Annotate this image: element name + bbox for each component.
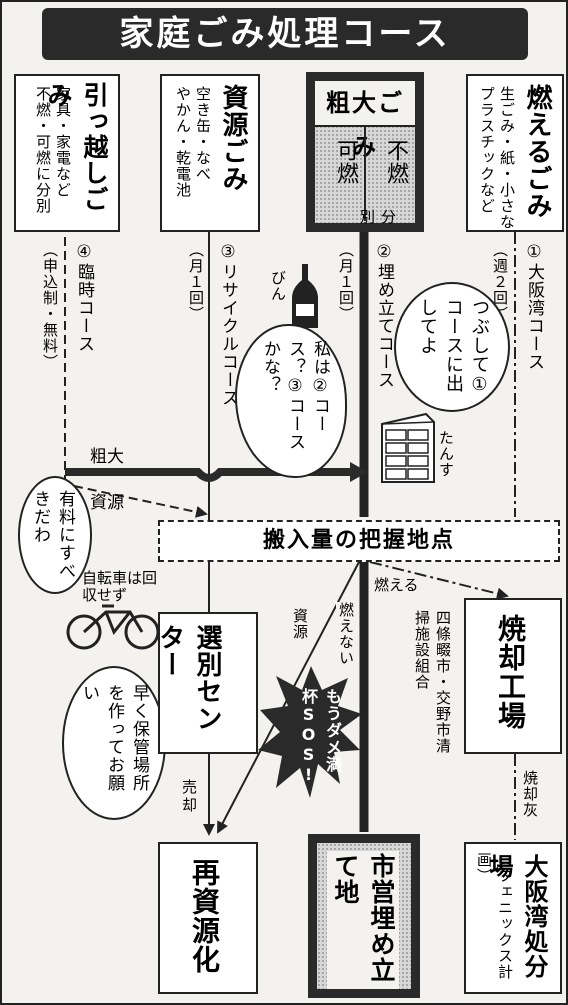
shoukyaku-name: 焼却工場 — [494, 614, 527, 730]
saishigen-name: 再資源化 — [188, 858, 221, 974]
bicycle-icon — [66, 604, 160, 650]
course2-name: ②埋め立てコース — [372, 242, 397, 389]
yuryou-text: 有料にすべきだわ — [30, 490, 75, 580]
hokan-text: 早く保管場所を作ってお願い — [79, 684, 149, 792]
facility-umetate: 市営埋め立て地 — [308, 834, 420, 998]
phoenix-label: （フェニックス計画） — [475, 852, 514, 980]
moeru-name: 燃えるごみ — [522, 84, 552, 219]
sodai-divider — [364, 125, 366, 221]
tansu-speech-bubble: つぶして①コースに出してよ — [394, 282, 510, 412]
moenai-label: 燃えない — [336, 602, 357, 666]
sodai-name: 粗大ごみ — [315, 81, 415, 161]
facility-shoukyaku: 焼却工場 — [464, 598, 562, 754]
hokan-bubble: 早く保管場所を作ってお願い — [62, 666, 166, 820]
facility-osakawan: 大阪湾処分場 （フェニックス計画） — [464, 842, 562, 994]
bottle-icon — [292, 264, 318, 328]
hub-box: 搬入量の把握地点 — [158, 520, 560, 562]
course4-freq: （申込制・無料） — [40, 242, 61, 370]
shoukyakubai-label: 焼却灰 — [521, 770, 539, 818]
sodai-arrow-label: 粗大 — [90, 447, 124, 467]
category-sodai: 粗大ごみ 可燃 不燃 分別 — [306, 72, 424, 232]
hikkoshi-name: 引っ越しごみ — [44, 82, 109, 212]
course1-name: ①大阪湾コース — [522, 242, 547, 371]
category-moeru: 燃えるごみ 生ごみ・紙・小さな プラスチックなど — [466, 74, 564, 232]
sos-burst — [258, 666, 362, 798]
sos-text: もうダメ満杯SOS! — [299, 688, 342, 785]
tansu-speech-text: つぶして①コースに出してよ — [417, 298, 490, 396]
senbetsu-name: 選別センター — [155, 624, 222, 732]
page-title: 家庭ごみ処理コース — [42, 8, 528, 60]
shigen-name: 資源ごみ — [218, 84, 248, 192]
bicycle-label: 自転車は回収せず — [82, 569, 158, 604]
tansu-label: たんす — [437, 430, 455, 478]
tansu-icon — [381, 412, 435, 483]
bin-question-text: 私は②コース？③コースかな？ — [260, 340, 330, 451]
moeru-desc1: 生ごみ・紙・小さな — [498, 86, 516, 230]
sodai-funen: 不燃 — [383, 139, 408, 185]
hikkoshi-desc2: 不燃・可燃に分別 — [34, 86, 52, 214]
moeru-desc2: プラスチックなど — [478, 86, 496, 214]
shigen-arrow — [73, 485, 208, 518]
facility-senbetsu: 選別センター — [155, 612, 258, 754]
shigen-arrow-label: 資源 — [90, 493, 124, 513]
sodai-kanen: 可燃 — [333, 139, 358, 185]
hikkoshi-desc1: 家具・家電など — [54, 86, 72, 198]
bin-label: びん — [269, 270, 287, 302]
moeru-arrow — [369, 561, 509, 600]
category-hikkoshi: 引っ越しごみ 家具・家電など 不燃・可燃に分別 — [14, 74, 120, 232]
shigen-desc2: やかん・乾電池 — [174, 86, 192, 198]
facility-saishigen: 再資源化 — [158, 842, 258, 994]
baikyaku-label: 売却 — [182, 778, 198, 814]
sodai-bunbetsu: 分別 — [358, 209, 397, 225]
course4-name: ④臨時コース — [72, 242, 97, 353]
umetate-name: 市営埋め立て地 — [327, 851, 399, 989]
moeru-arrow-label: 燃える — [374, 576, 419, 594]
shigen-arrow2-label: 資源 — [291, 608, 309, 640]
course2-freq: （月１回） — [336, 242, 357, 322]
kumiai-label: 四條畷市・交野市清掃施設組合 — [413, 610, 452, 754]
osakawan-name: 大阪湾処分場 — [485, 854, 548, 979]
bin-question-bubble: 私は②コース？③コースかな？ — [235, 324, 347, 478]
shigen-desc1: 空き缶・なべ — [194, 86, 212, 182]
category-shigen: 資源ごみ 空き缶・なべ やかん・乾電池 — [160, 74, 260, 232]
course3-freq: （月１回） — [186, 242, 207, 322]
yuryou-bubble: 有料にすべきだわ — [18, 476, 92, 594]
course1-freq: （週２回） — [490, 242, 511, 322]
sodai-arrow — [65, 468, 354, 482]
